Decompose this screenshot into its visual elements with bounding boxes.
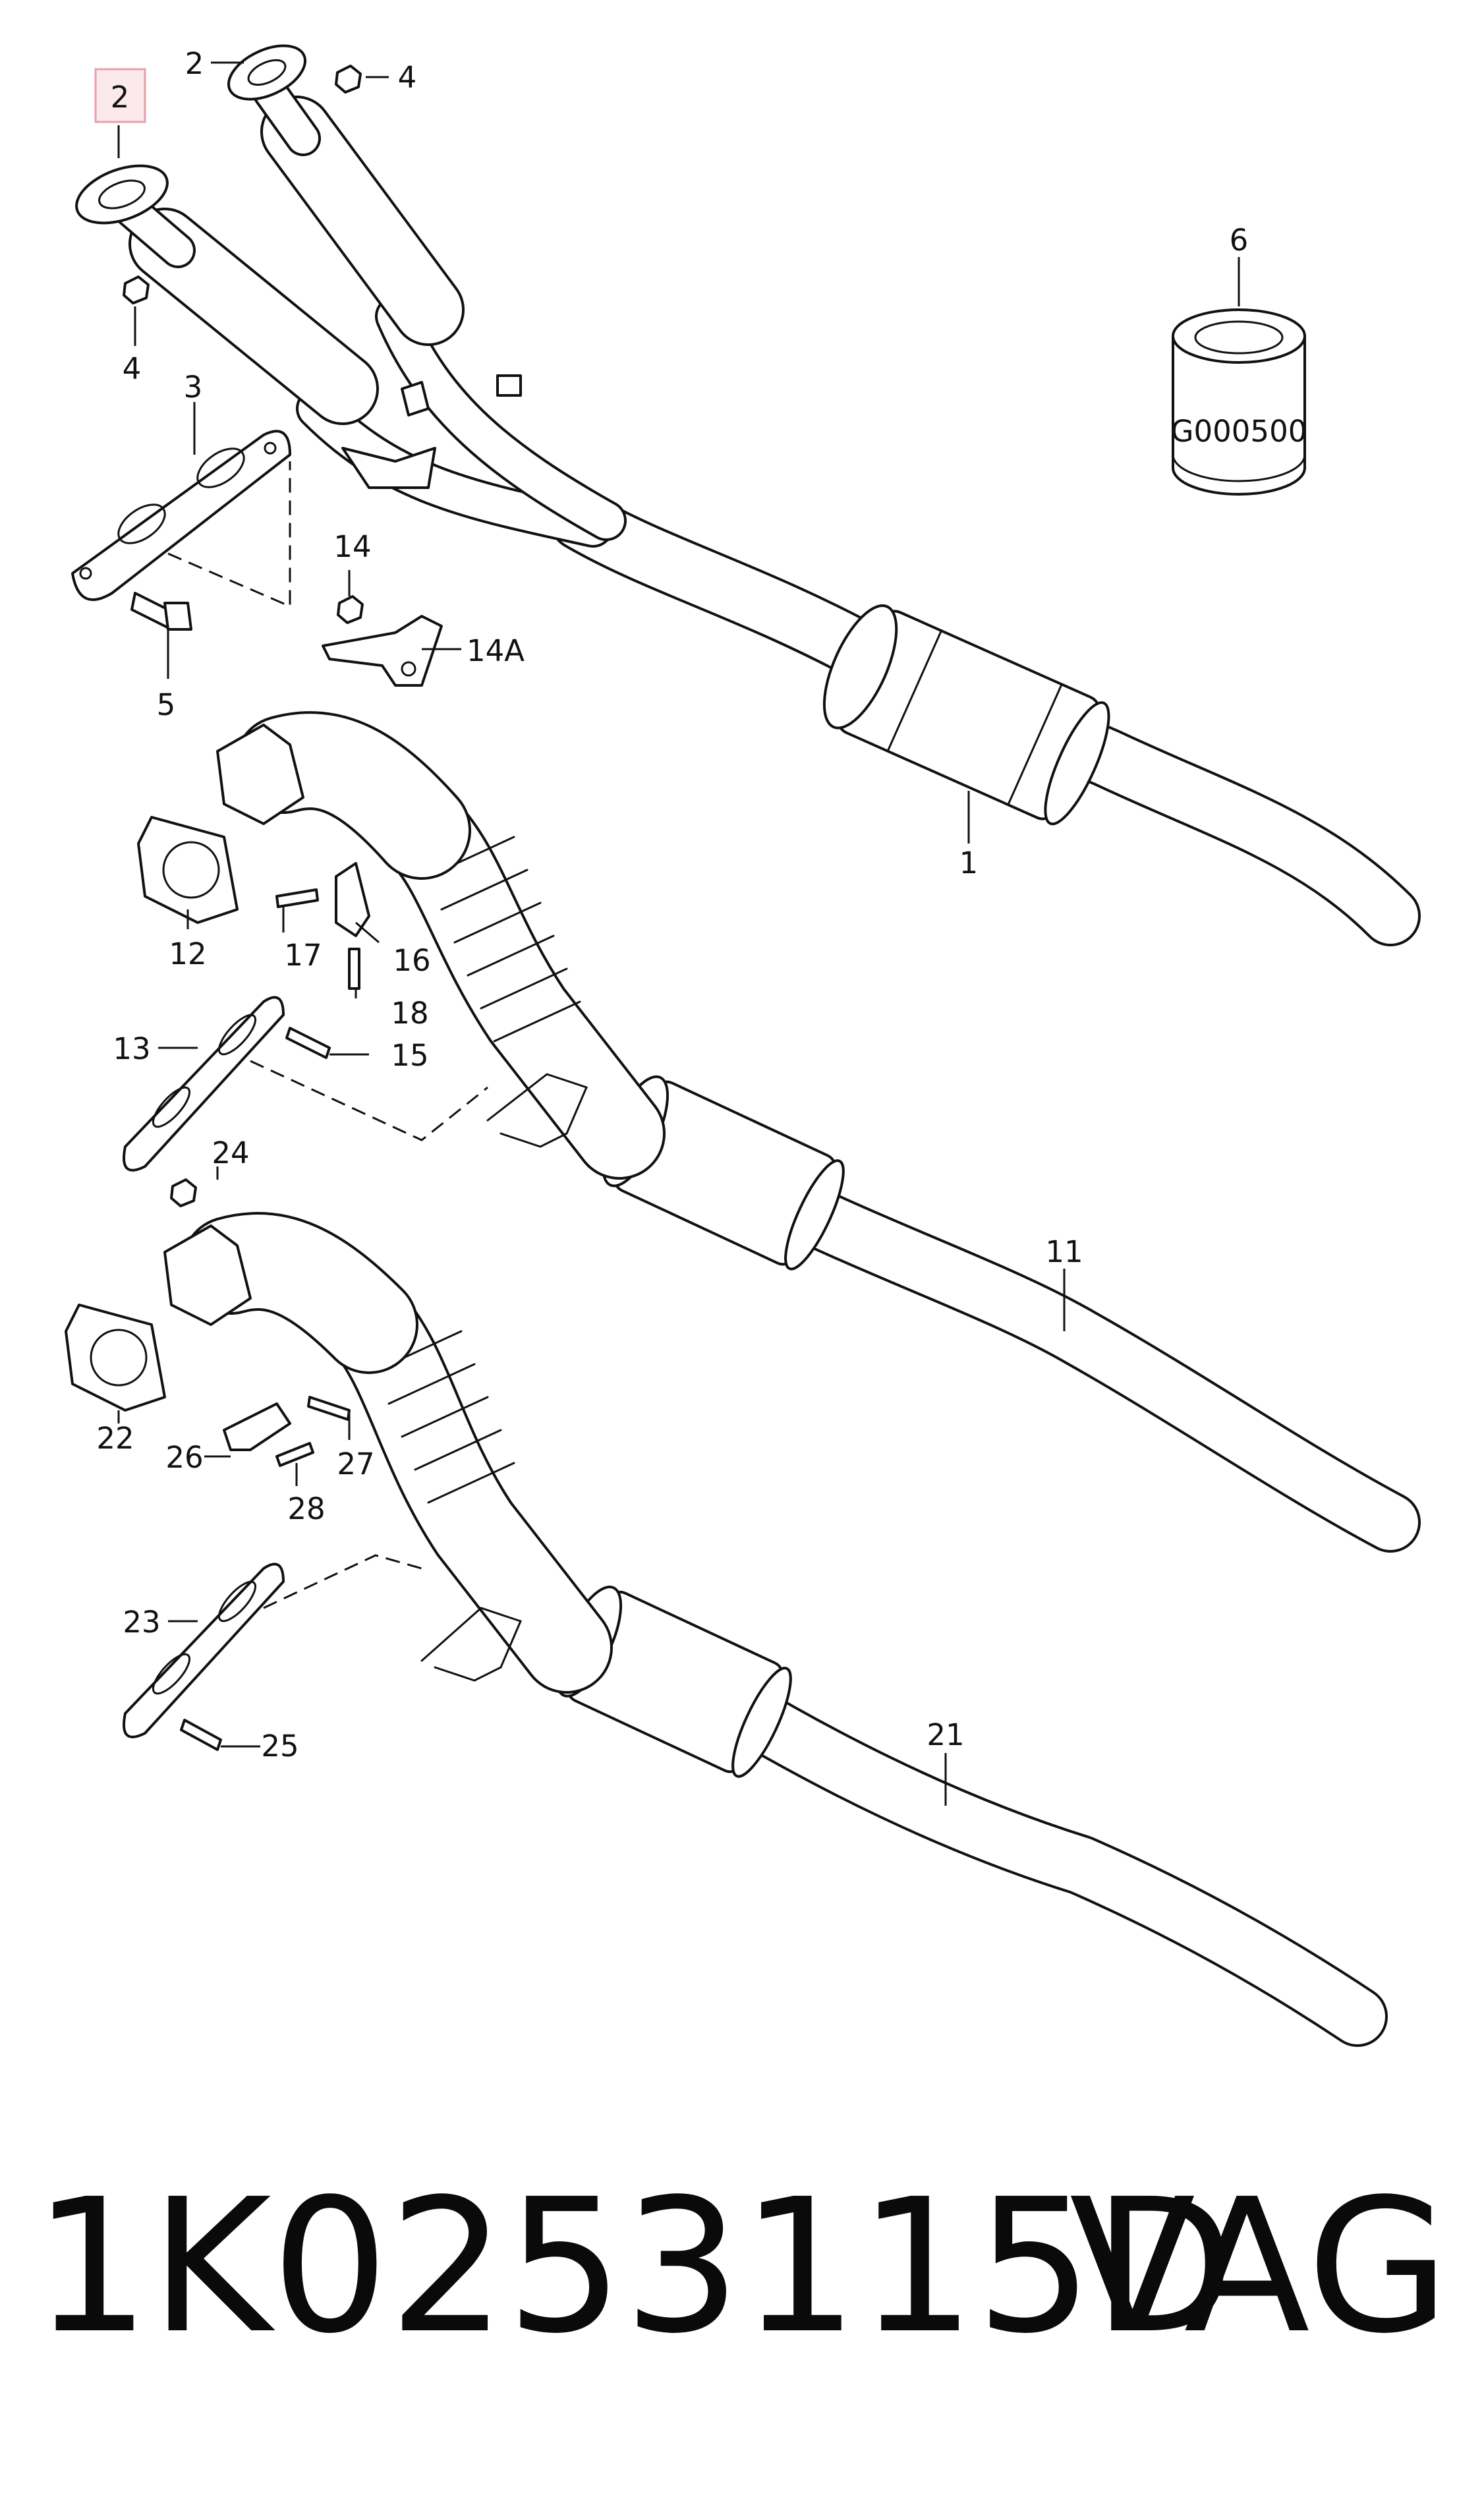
part-14a-bracket [322, 615, 443, 687]
label-16: 16 [393, 943, 430, 978]
part-21-catalyst-pipe [163, 1212, 1388, 2047]
part-4-nut-top [335, 65, 362, 94]
part-13-flange-plate [123, 996, 488, 1172]
label-21: 21 [927, 1717, 964, 1752]
part-23-flange-plate [123, 1554, 422, 1738]
part-15-bolt [285, 1027, 331, 1059]
label-17: 17 [284, 938, 322, 973]
part-6-sleeve [1172, 308, 1306, 496]
footer-caption: 1K0253115D VAG [33, 2168, 1450, 2366]
part-number: 1K0253115D [33, 2160, 1236, 2374]
label-12: 12 [169, 936, 206, 971]
part-11-catalyst-pipe [216, 711, 1421, 1553]
label-2-highlight-box [94, 68, 146, 123]
label-26: 26 [165, 1440, 203, 1475]
part-27-bolt [307, 1396, 351, 1421]
label-5: 5 [157, 687, 176, 722]
label-18: 18 [391, 996, 428, 1031]
leader-lines [117, 61, 1240, 1806]
label-6: 6 [1230, 223, 1249, 258]
label-25: 25 [261, 1729, 299, 1764]
label-11: 11 [1045, 1234, 1083, 1269]
part-3-flange-plate [71, 430, 291, 608]
part-24-nut [170, 1178, 197, 1207]
part-28-bolt [275, 1442, 314, 1467]
part-17-bolt [275, 888, 319, 908]
part-26-bracket [223, 1402, 291, 1451]
label-3: 3 [184, 370, 203, 405]
part-18-bolt [348, 948, 360, 990]
label-2-top: 2 [185, 46, 204, 81]
label-14a: 14A [467, 633, 525, 668]
label-28: 28 [287, 1491, 325, 1526]
label-2-highlight: 2 [111, 80, 130, 115]
label-4-left: 4 [123, 351, 142, 386]
label-24: 24 [212, 1135, 249, 1170]
label-1: 1 [959, 846, 979, 880]
label-4-top: 4 [398, 60, 417, 95]
part-12-gasket [137, 816, 239, 924]
label-14: 14 [333, 529, 371, 564]
label-15: 15 [391, 1038, 428, 1073]
part-16-clip [335, 862, 370, 937]
part-22-gasket [65, 1304, 166, 1412]
part-1-exhaust-pipe-assembly [75, 44, 1421, 946]
brand-name: VAG [1069, 2160, 1450, 2374]
label-23: 23 [123, 1605, 160, 1640]
label-27: 27 [337, 1447, 374, 1481]
label-13: 13 [113, 1031, 150, 1066]
part-4-nut-left [123, 275, 150, 304]
label-22: 22 [96, 1421, 134, 1456]
sleeve-code: G000500 [1171, 414, 1307, 449]
part-14-nut [337, 595, 364, 624]
part-25-bolt [180, 1719, 222, 1751]
part-5-bolt [130, 592, 192, 631]
